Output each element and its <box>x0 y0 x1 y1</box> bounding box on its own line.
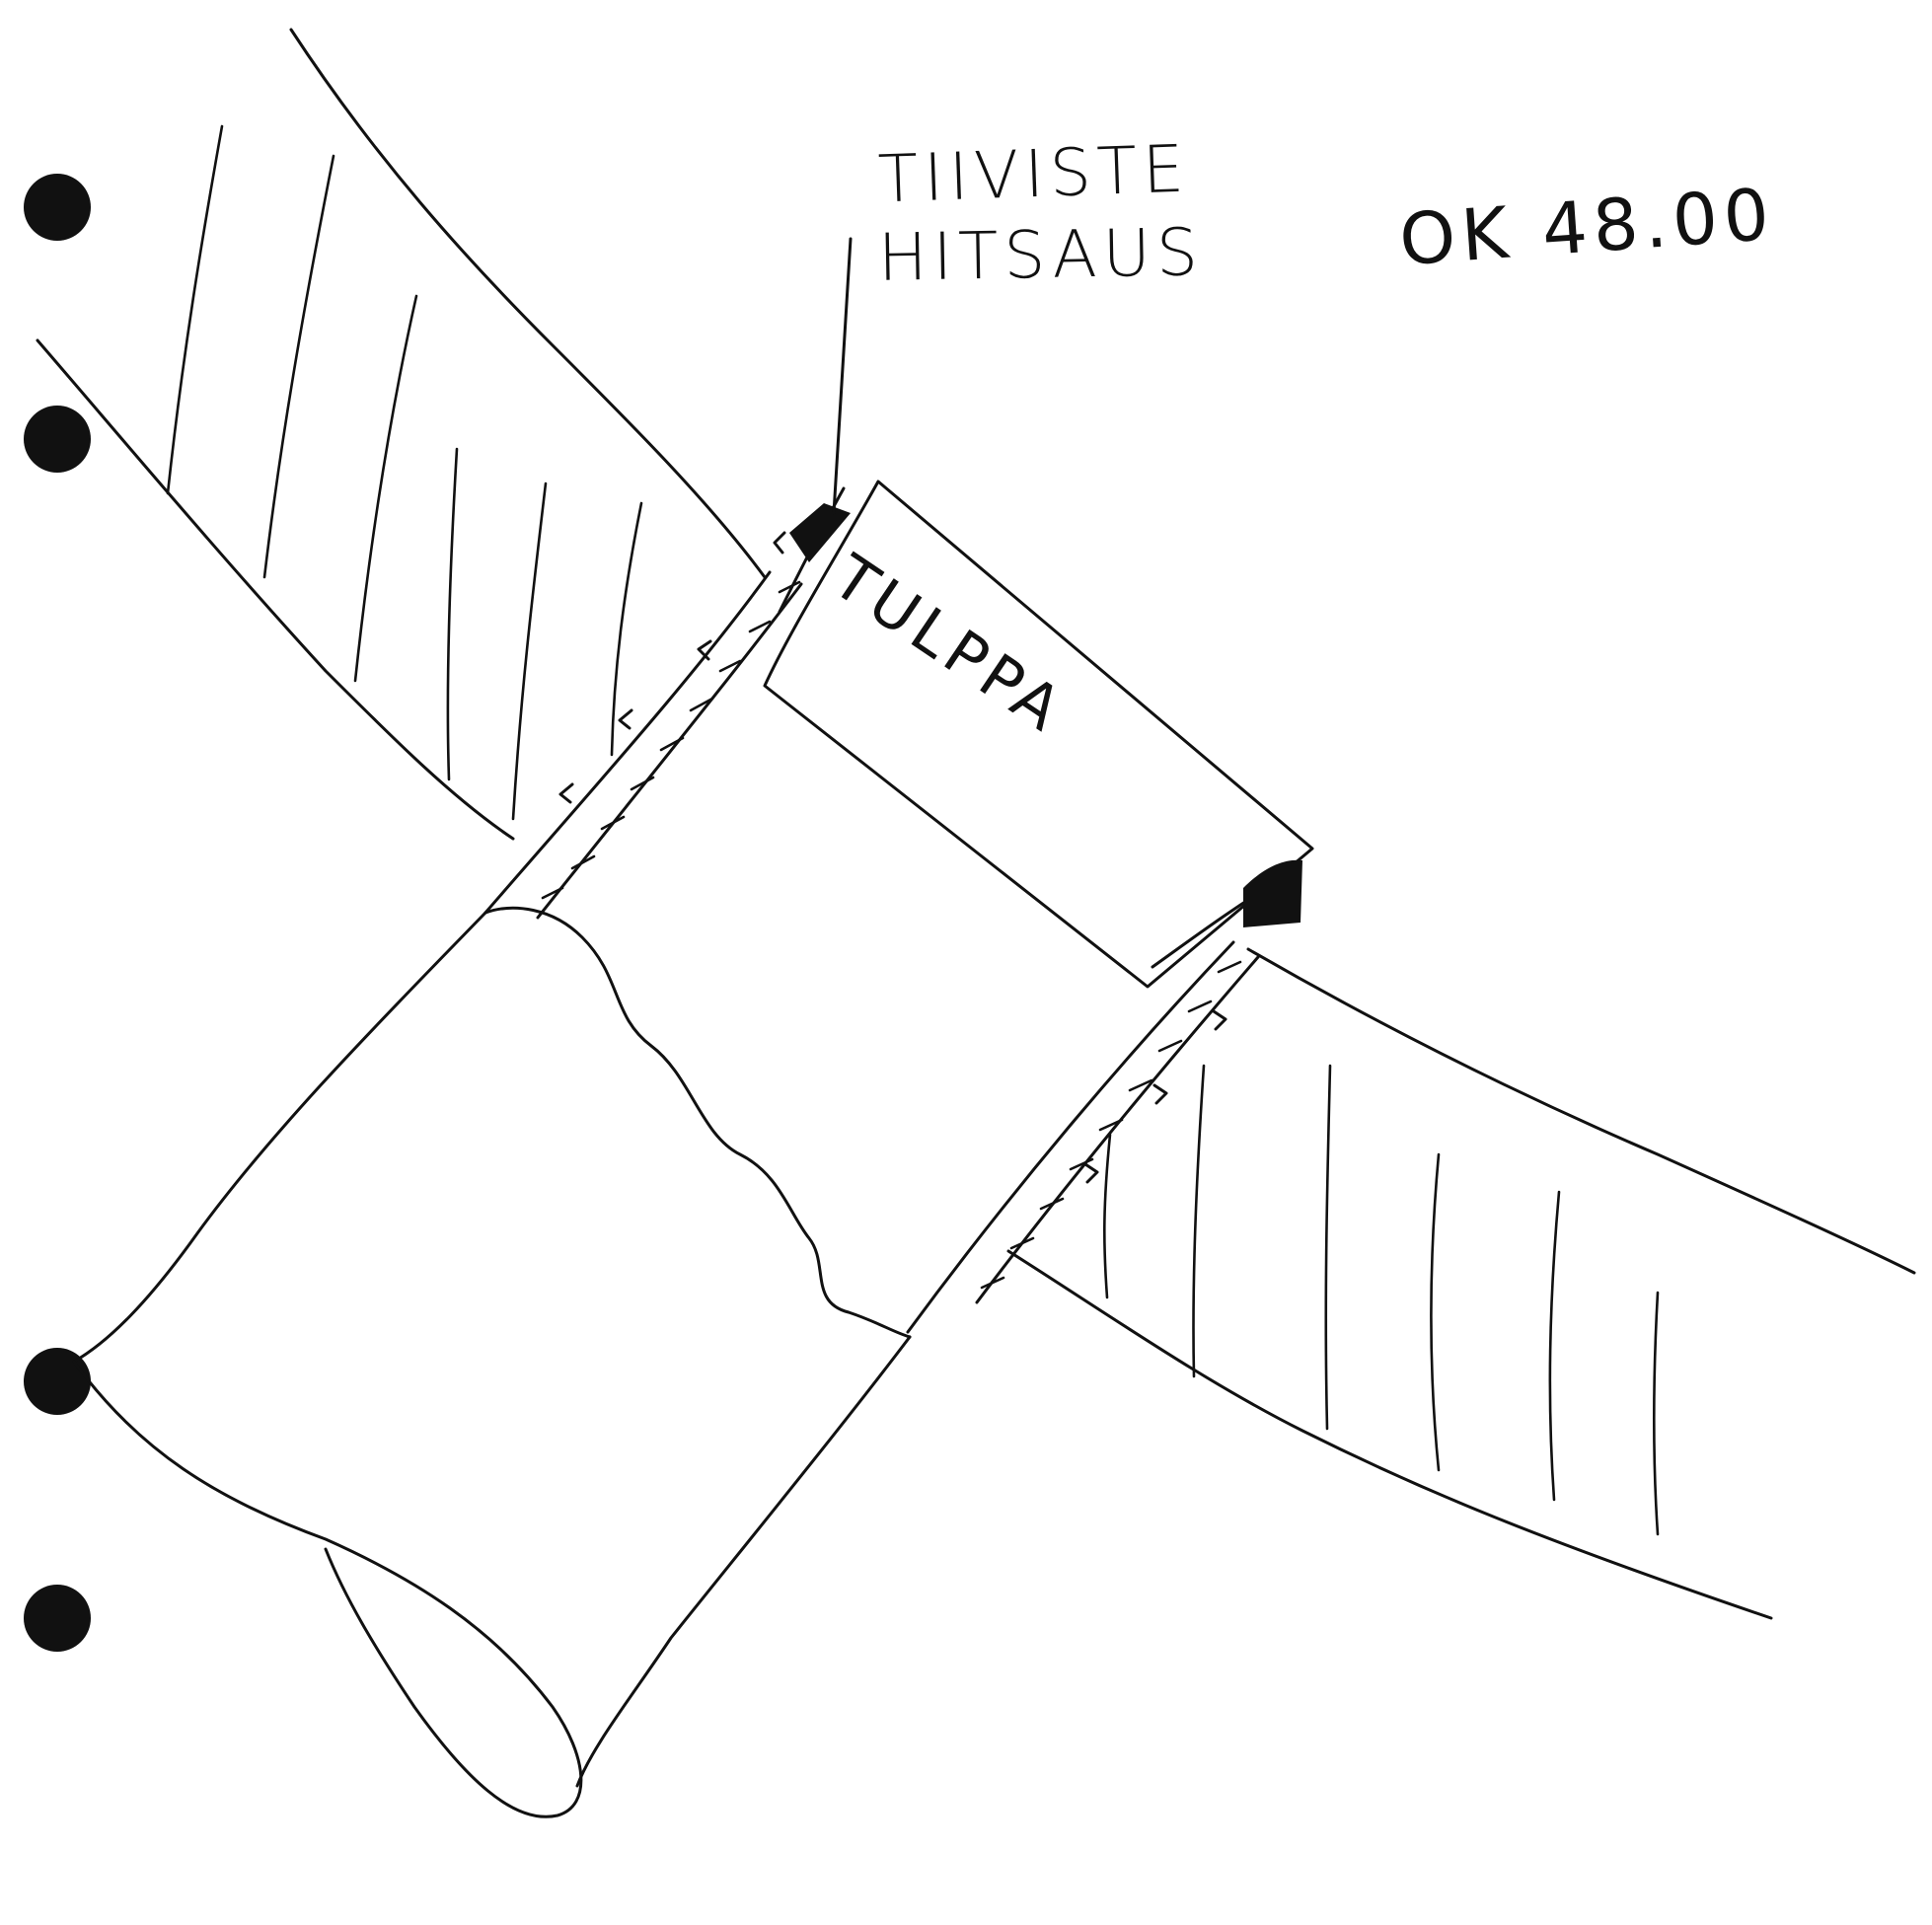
branch-cut-edge <box>483 906 912 1339</box>
seal-weld-bottom <box>1243 859 1302 927</box>
branch-bottom-curve <box>72 1360 583 1818</box>
branch-pipe <box>72 906 912 1818</box>
callout-line-1: TIIVISTE <box>876 130 1192 218</box>
binder-holes <box>24 174 91 1652</box>
main-pipe-wall <box>36 28 1916 1620</box>
outer-wall-upper-left <box>289 28 767 579</box>
inner-wall-upper-left <box>36 338 515 841</box>
branch-right-edge <box>575 1335 912 1788</box>
binder-hole <box>24 406 91 473</box>
binder-hole <box>24 1585 91 1652</box>
binder-hole <box>24 174 91 241</box>
binder-hole <box>24 1348 91 1415</box>
inner-wall-lower-right <box>1006 1249 1773 1620</box>
branch-left-edge <box>72 911 487 1364</box>
callout-leader-line <box>832 237 853 515</box>
wall-hatching <box>166 124 1660 1536</box>
callout-line-2: HITSAUS <box>877 214 1205 296</box>
seal-weld-top <box>789 503 851 562</box>
outer-wall-lower-right <box>1246 947 1916 1275</box>
seal-welds <box>789 503 1302 927</box>
plug-outline <box>763 480 1314 989</box>
branch-walls <box>483 531 1260 1334</box>
